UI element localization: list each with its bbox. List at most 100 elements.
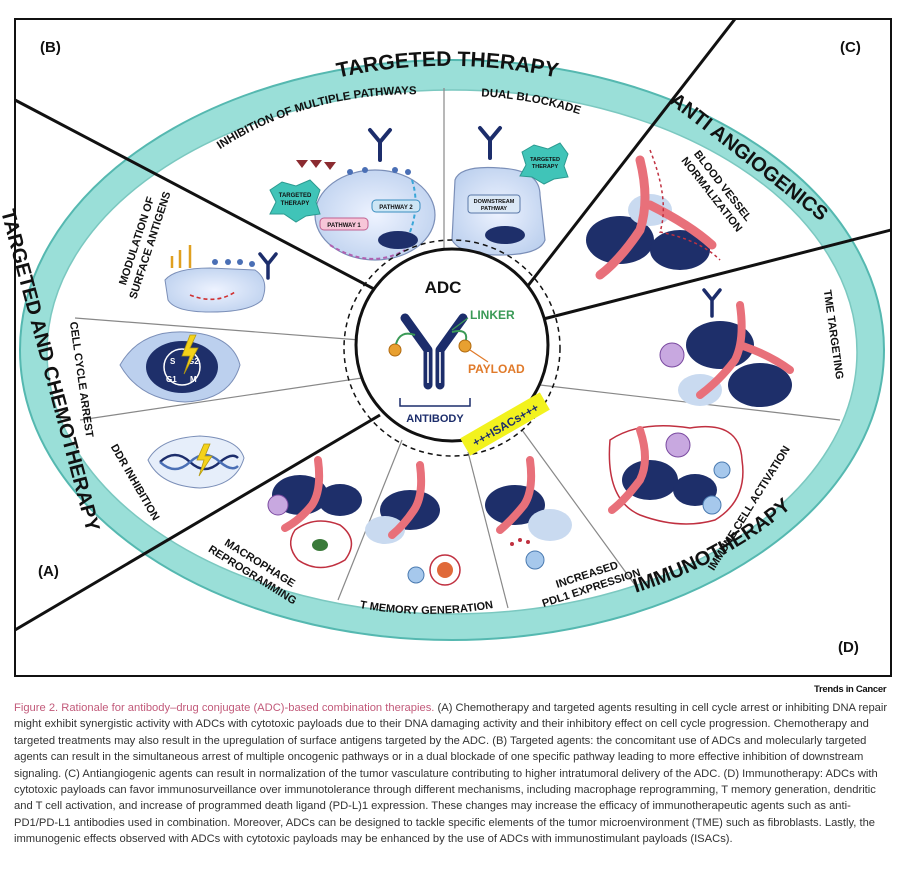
illustration-dual-blockade: DOWNSTREAM PATHWAY TARGETED THERAPY [451,126,569,256]
pathway-2-box [371,199,421,213]
caption-body: (A) Chemotherapy and targeted agents res… [14,702,888,846]
caption-title: Figure 2. Rationale for antibody–drug co… [14,702,435,714]
divider-b-a [15,98,396,302]
illustration-cell-cycle: S G2 G1 M [119,331,241,403]
downstream-label: PATHWAY [481,206,508,212]
illustration-ddr [147,435,245,489]
journal-brand: Trends in Cancer [814,684,887,695]
immune-cell [702,495,722,515]
pdl1-marker-icon [510,538,530,546]
targeted-therapy-burst [519,142,569,185]
phase-label: S [170,357,176,366]
divider-a-d [15,413,381,632]
segment-divider [337,439,403,601]
vessel-icon [696,301,794,399]
vessel-icon [595,155,717,280]
panel-label-a: (A) [38,563,59,580]
figure-caption: Figure 2. Rationale for antibody–drug co… [14,700,894,880]
adc-antibody-outline [427,352,441,383]
illustration-blood-vessel [586,149,721,280]
tumor-cell [318,484,362,516]
burst-label: THERAPY [281,201,310,207]
lightning-icon [181,334,199,375]
linker-icon [395,332,416,345]
center-title: ADC [425,278,462,297]
immune-cell [659,342,685,368]
antibody-bracket [399,398,471,407]
macrophage-nucleus [312,539,328,551]
vessel-icon [496,456,536,534]
dna-icon [159,453,239,471]
targeted-therapy-burst [269,179,321,223]
segment-divider [74,317,361,341]
illustration-t-memory [365,461,461,586]
antibody-icon [478,126,502,160]
center-dashed-ring [343,239,561,457]
burst-label: TARGETED [530,157,560,163]
segment-divider [79,377,363,421]
lightning-icon [196,443,213,477]
burst-label: THERAPY [532,164,559,170]
pathway-2-label: PATHWAY 2 [379,205,413,211]
antibody-icon [258,252,278,280]
cell-body [164,267,266,313]
adc-combination-diagram: (B) (C) (A) (D) TARGETED THERAPY TARGETE… [0,18,892,677]
illustration-tme [659,288,794,407]
downstream-label: DOWNSTREAM [474,199,515,205]
vessel-icon [281,456,324,532]
phase-label: M [190,375,197,384]
phase-label: G1 [166,375,177,384]
center-circle [354,247,550,443]
linker-icon [451,330,468,341]
linker-pointer [451,317,469,331]
downstream-box [467,194,521,214]
immune-cell [525,550,545,570]
ligand-icon [296,160,336,170]
pathway-arrow [189,291,236,301]
receptor-icon [347,167,411,175]
divider-c-d [519,228,891,327]
illustration-multiple-pathways: TARGETED THERAPY PATHWAY 1 PATHWAY 2 [269,128,436,261]
pathway-1-label: PATHWAY 1 [327,223,361,229]
tumor-cell [650,230,710,270]
payload-icon [388,339,472,357]
immune-cell [665,432,691,458]
illustration-surface-antigens [164,245,278,313]
illustration-macrophage [267,456,362,569]
cell-body [147,435,245,489]
panel-label-c: (C) [840,39,861,56]
segment-divider [521,429,636,586]
vessel-icon [388,461,426,539]
pathway-arrow [329,244,406,260]
receptor-icon [170,245,192,268]
isacs-highlight [460,392,550,456]
panel-label-d: (D) [838,639,859,656]
immune-cell [713,461,731,479]
antibody-icon [368,128,392,162]
immune-cell [267,494,289,516]
receptor-icon [212,259,255,267]
tumor-cell [528,509,572,541]
payload-label: PAYLOAD [468,362,525,376]
illustration-immune-activation [608,424,744,525]
tumor-cell [728,363,792,407]
dna-icon [485,226,525,244]
segment-divider [467,451,509,609]
vessel-icon [608,426,649,514]
illustration-pdl1 [485,456,572,570]
t-cell-nucleus [437,562,453,578]
divider-b-c [518,19,737,297]
immune-cell [407,566,425,584]
nucleus-icon [146,341,218,393]
antibody-icon [702,288,722,318]
pathway-1-box [319,217,369,231]
vessel-outline [649,149,721,261]
cycle-ring [163,348,201,386]
antibody-label: ANTIBODY [406,413,464,425]
dna-icon [378,231,418,249]
burst-label: TARGETED [279,193,312,199]
linker-label: LINKER [470,308,515,322]
payload-pointer [469,349,489,363]
segment-label-t-memory: T MEMORY GENERATION [359,599,494,617]
phase-label: G2 [188,357,199,366]
